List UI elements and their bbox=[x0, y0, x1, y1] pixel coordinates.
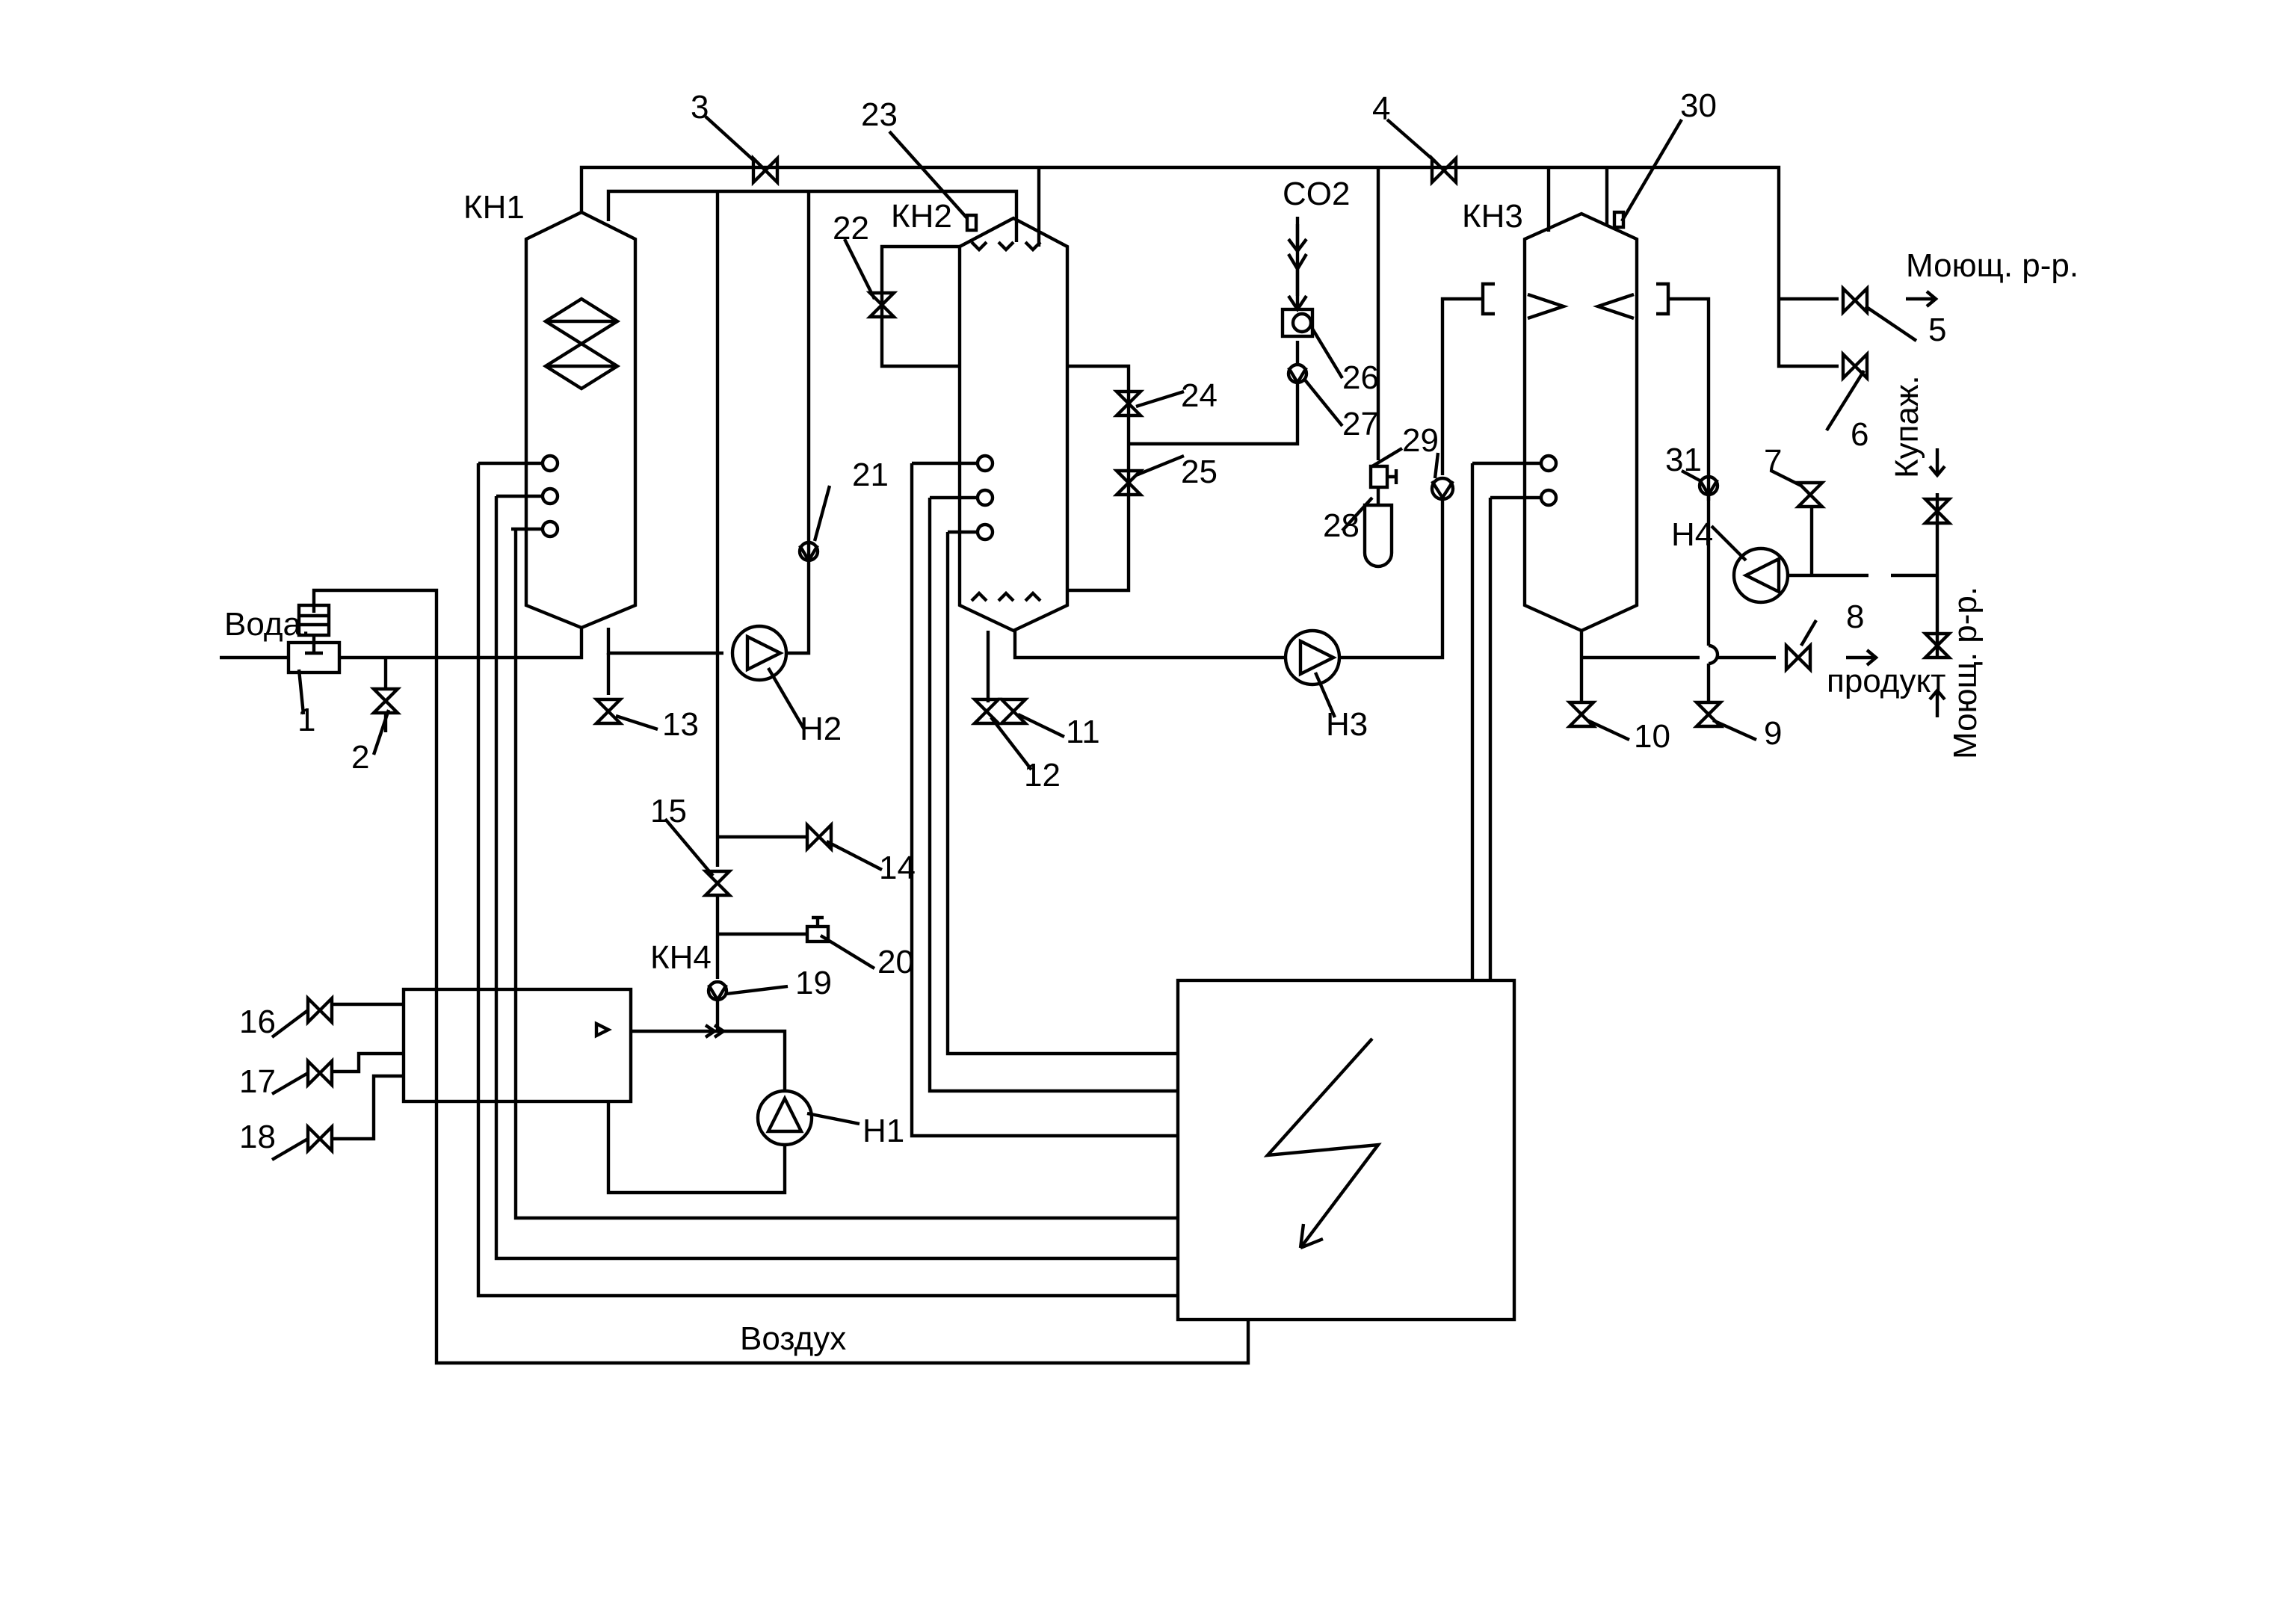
num-24: 24 bbox=[1181, 377, 1218, 414]
label-kn1: КН1 bbox=[463, 189, 525, 226]
label-wash-in: Моющ. р-р. bbox=[1947, 587, 1984, 759]
valve-icon bbox=[596, 699, 620, 723]
num-7: 7 bbox=[1764, 443, 1782, 480]
vessel-kn1 bbox=[524, 210, 638, 630]
vessel-kn3 bbox=[1481, 210, 1670, 633]
valve-icon bbox=[374, 689, 398, 713]
num-31: 31 bbox=[1665, 442, 1702, 478]
label-wash-out: Моющ. р-р. bbox=[1906, 247, 2079, 284]
num-20: 20 bbox=[877, 944, 914, 980]
num-13: 13 bbox=[662, 706, 699, 743]
num-30: 30 bbox=[1680, 87, 1717, 124]
flow-arrows bbox=[1287, 217, 1946, 717]
label-h3: Н3 bbox=[1326, 706, 1368, 743]
num-16: 16 bbox=[239, 1004, 276, 1040]
fittings bbox=[286, 253, 1720, 1039]
num-18: 18 bbox=[239, 1119, 276, 1155]
valve-icon bbox=[1786, 646, 1810, 670]
num-26: 26 bbox=[1342, 359, 1379, 396]
num-2: 2 bbox=[351, 739, 369, 776]
label-product: продукт bbox=[1827, 663, 1945, 699]
label-water: Вода. bbox=[224, 606, 310, 643]
num-12: 12 bbox=[1024, 757, 1061, 794]
valves bbox=[308, 158, 1949, 1151]
num-14: 14 bbox=[879, 850, 916, 886]
valve-icon bbox=[706, 871, 729, 895]
valve-icon bbox=[807, 825, 831, 849]
label-kn4: КН4 bbox=[650, 939, 712, 976]
num-29: 29 bbox=[1402, 422, 1439, 459]
label-h2: Н2 bbox=[800, 711, 842, 747]
pump-h1 bbox=[756, 1089, 814, 1147]
num-10: 10 bbox=[1634, 718, 1670, 755]
num-6: 6 bbox=[1851, 416, 1868, 453]
num-23: 23 bbox=[861, 96, 898, 133]
num-5: 5 bbox=[1928, 312, 1946, 348]
label-h1: Н1 bbox=[862, 1113, 904, 1149]
valve-icon bbox=[1002, 699, 1025, 723]
num-4: 4 bbox=[1372, 90, 1390, 127]
piping bbox=[220, 165, 1939, 1365]
num-19: 19 bbox=[795, 965, 832, 1001]
valve-icon bbox=[1432, 158, 1456, 182]
num-9: 9 bbox=[1764, 715, 1782, 752]
vessel-kn2 bbox=[957, 213, 1070, 633]
num-8: 8 bbox=[1846, 599, 1864, 635]
labels: КН1 КН2 КН3 КН4 Н1 Н2 Н3 Н4 Вода. CO2 Мо… bbox=[224, 87, 2079, 1357]
label-kn2: КН2 bbox=[891, 198, 952, 235]
num-21: 21 bbox=[852, 457, 889, 493]
valve-icon bbox=[308, 998, 332, 1022]
leader-lines bbox=[271, 115, 1918, 1161]
valve-icon bbox=[753, 158, 777, 182]
num-22: 22 bbox=[833, 210, 869, 247]
valve-icon bbox=[1798, 483, 1822, 507]
valve-icon bbox=[308, 1127, 332, 1151]
num-17: 17 bbox=[239, 1063, 276, 1100]
num-3: 3 bbox=[691, 89, 709, 126]
label-h4: Н4 bbox=[1671, 516, 1713, 553]
label-co2: CO2 bbox=[1283, 176, 1350, 212]
num-28: 28 bbox=[1323, 507, 1360, 544]
num-25: 25 bbox=[1181, 454, 1218, 490]
num-1: 1 bbox=[297, 702, 315, 738]
label-air: Воздух bbox=[740, 1320, 846, 1357]
lightning-icon bbox=[1263, 1037, 1382, 1250]
control-cabinet bbox=[1176, 978, 1516, 1322]
valve-icon bbox=[1843, 288, 1867, 312]
pump-h4 bbox=[1732, 546, 1790, 605]
num-15: 15 bbox=[650, 793, 687, 829]
valve-icon bbox=[308, 1061, 332, 1085]
label-coupage: Купаж. bbox=[1889, 375, 1925, 478]
pump-h2 bbox=[730, 624, 789, 682]
num-11: 11 bbox=[1066, 714, 1100, 750]
label-kn3: КН3 bbox=[1462, 198, 1523, 235]
pump-h3 bbox=[1283, 628, 1342, 687]
num-27: 27 bbox=[1342, 406, 1379, 442]
